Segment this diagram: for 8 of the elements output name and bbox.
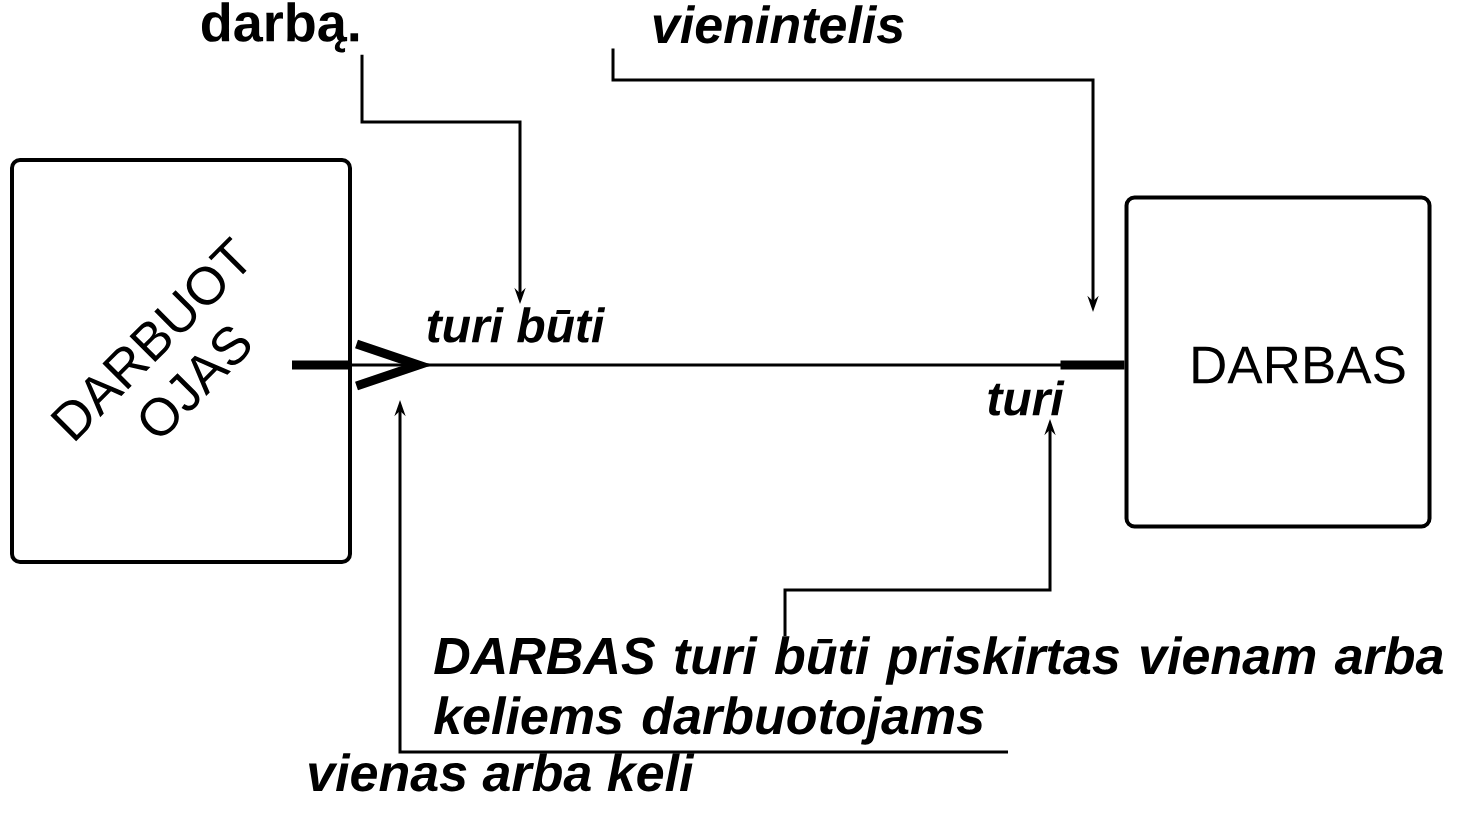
note-text: vienas arba keli xyxy=(309,753,695,792)
note-text: darbą. xyxy=(201,2,359,53)
note-text: vienintelis xyxy=(653,5,904,44)
entity-box: DARBAS xyxy=(1124,195,1432,529)
note-text: DARBAS turi būti priskirtas vienam arba keliems darbuotojams xyxy=(434,636,1443,745)
relationship-line xyxy=(292,339,1125,391)
relationship-label: turi xyxy=(988,380,1065,416)
relationship-label: turi būti xyxy=(427,307,606,343)
